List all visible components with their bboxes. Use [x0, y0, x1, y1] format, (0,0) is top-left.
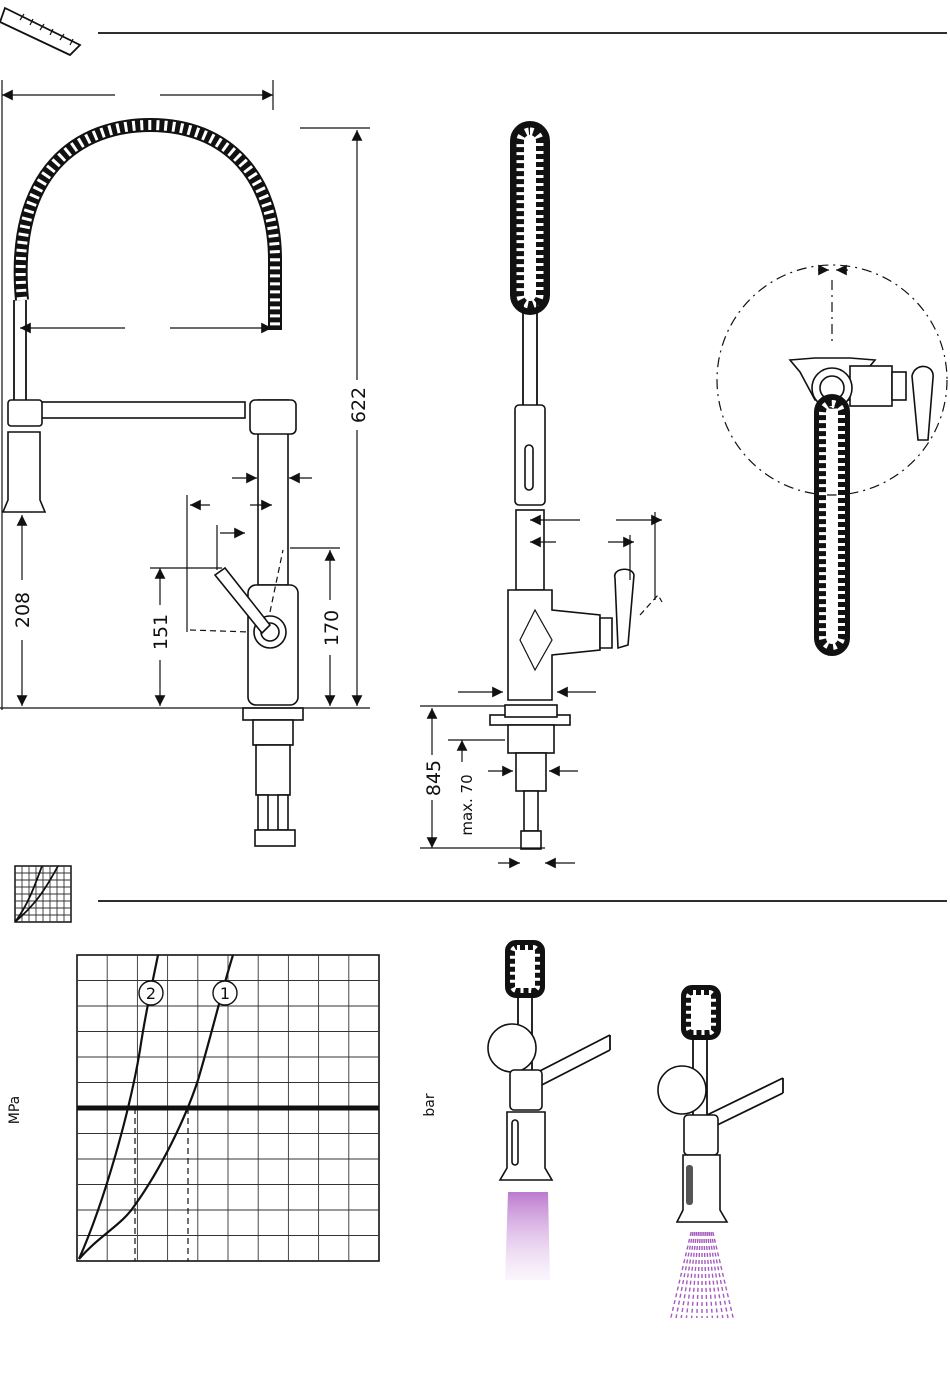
series-marker-2: 2	[139, 981, 163, 1005]
faucet-top-view	[717, 265, 947, 650]
dim-lever-height: 151	[150, 614, 172, 650]
ruler-icon	[0, 8, 80, 55]
front-dimensions: 622 208 151 170	[0, 80, 370, 710]
spray-icon	[658, 990, 783, 1318]
y-axis-label-left: MPa	[7, 1096, 23, 1124]
dim-spout-height: 208	[12, 592, 34, 628]
y-axis-label-right: bar	[422, 1093, 438, 1116]
spray-line	[676, 1232, 693, 1318]
svg-text:1: 1	[220, 984, 230, 1003]
laminar-stream-icon	[488, 945, 610, 1280]
svg-text:2: 2	[146, 984, 156, 1003]
dim-shank-length: 845	[423, 760, 445, 796]
flow-chart: 2 1 MPa bar	[7, 955, 438, 1261]
flow-graph-icon	[15, 866, 71, 922]
series-marker-1: 1	[213, 981, 237, 1005]
dim-max-deck: max. 70	[458, 774, 476, 835]
spray-line	[704, 1232, 707, 1318]
faucet-front-view	[3, 125, 303, 846]
spray-line	[697, 1232, 700, 1318]
spray-line	[711, 1232, 728, 1318]
faucet-side-view	[490, 128, 662, 849]
dim-lever-swing-height: 170	[321, 610, 343, 646]
dim-overall-height: 622	[348, 387, 370, 423]
